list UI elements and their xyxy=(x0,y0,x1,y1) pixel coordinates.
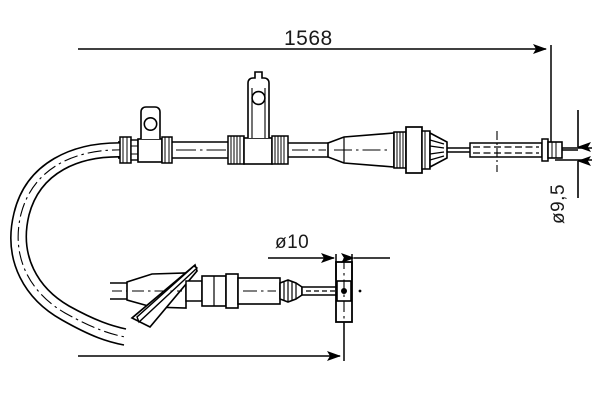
bracket-small xyxy=(137,106,173,164)
ferrule-knurled-b xyxy=(227,135,245,165)
cable-u-bend xyxy=(10,142,127,346)
end-nipple xyxy=(541,138,578,162)
cable-sheath-right xyxy=(288,142,328,158)
collar-fitting xyxy=(405,126,448,174)
sleeve-group-lower xyxy=(185,273,281,309)
fork-diameter-label: ø10 xyxy=(275,232,310,253)
tapered-boot xyxy=(327,131,407,169)
spring-ferrule xyxy=(279,279,303,303)
cable-sheath-mid xyxy=(172,141,228,159)
bracket-large xyxy=(243,71,289,165)
cable-sheath-lower xyxy=(110,282,127,300)
ferrule-group xyxy=(119,136,139,164)
lower-cable-assembly xyxy=(110,258,362,330)
inner-wire-upper xyxy=(447,147,470,153)
upper-cable-assembly xyxy=(10,71,578,346)
wedge-fitting xyxy=(126,263,199,329)
overall-length-dimension xyxy=(78,44,552,152)
end-diameter-label: ø9,5 xyxy=(548,183,569,224)
lower-length-dimension xyxy=(78,323,345,361)
overall-length-label: 1568 xyxy=(284,27,333,50)
threaded-rod xyxy=(469,131,543,172)
fork-end xyxy=(335,258,362,330)
fork-diameter-dimension xyxy=(268,253,390,280)
